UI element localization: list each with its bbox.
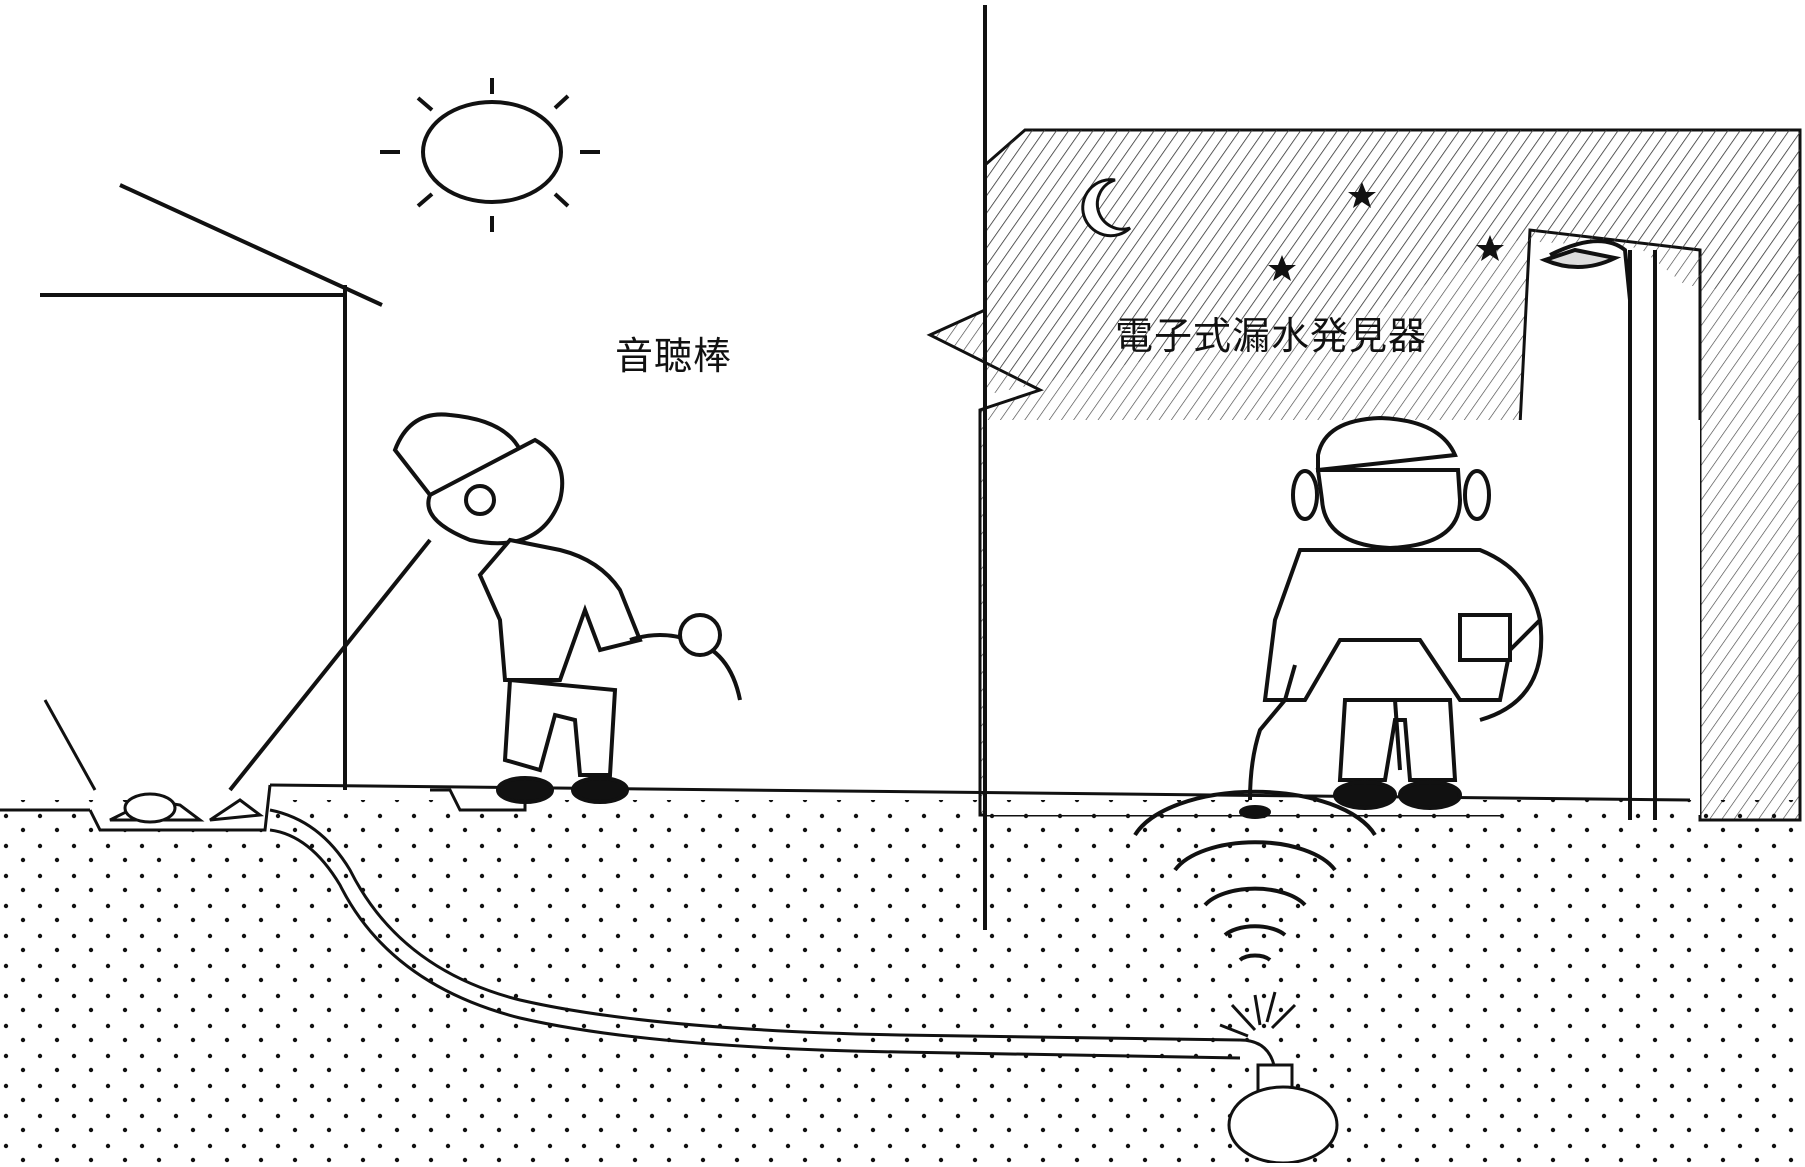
label-listening-stick: 音聴棒 xyxy=(615,334,733,378)
water-meter-box xyxy=(45,700,525,830)
water-pipe xyxy=(270,810,1240,1058)
star-icon xyxy=(1268,182,1504,281)
moon-icon xyxy=(1083,180,1130,236)
label-electronic-detector: 電子式漏水発見器 xyxy=(1115,314,1428,358)
street-lamp xyxy=(1545,241,1655,820)
worker-electronic-detector xyxy=(1241,418,1541,817)
ground xyxy=(0,785,1805,1163)
house xyxy=(40,185,382,790)
leak-point xyxy=(1220,992,1337,1163)
worker-listening-stick xyxy=(230,414,740,802)
sun-icon xyxy=(380,78,600,232)
sound-waves xyxy=(1135,792,1375,960)
